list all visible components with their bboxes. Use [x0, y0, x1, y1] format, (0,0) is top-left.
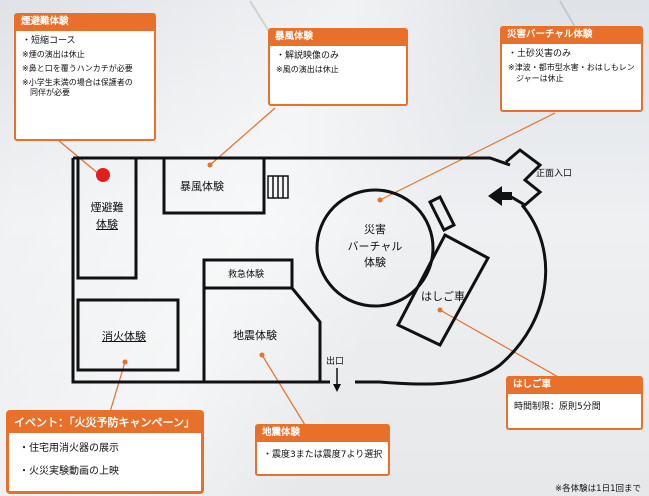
room-smoke [76, 156, 138, 280]
event-line: ・住宅用消火器の展示 [19, 443, 119, 454]
room-label-line: 災害 [364, 223, 386, 236]
footnote: ※各体験は1日1回まで [555, 484, 641, 494]
callout-line: ・解説映像のみ [276, 50, 340, 61]
room-label-line: 体験 [364, 256, 386, 269]
callout-note: ※風の演出は休止 [276, 64, 339, 74]
room-label-extinguish: 消火体験 [102, 330, 146, 343]
event-title: イベント：「火災予防キャンペーン」 [8, 412, 202, 433]
callout-title: はしご車 [507, 377, 642, 394]
exit-arrow-head [333, 384, 341, 392]
room-label-virtual: 災害 バーチャル 体験 [340, 222, 410, 272]
building-walls [71, 156, 548, 386]
room-label-earthquake: 地震体験 [233, 329, 277, 342]
connector-storm [209, 107, 276, 166]
callout-title: 災害バーチャル体験 [501, 27, 642, 44]
callout-smoke-evacuation: 煙避難体験 ・短縮コース ※煙の演出は休止 ※鼻と口を覆うハンカチが必要 ※小学… [14, 13, 156, 141]
callout-note: 同伴が必要 [22, 88, 70, 98]
callout-line: ・土砂災害のみ [508, 48, 572, 59]
room-label-line: バーチャル [347, 239, 403, 253]
entrance-doorway [505, 148, 543, 207]
ladder-truck-area [395, 232, 491, 347]
callout-title: 煙避難体験 [15, 14, 155, 31]
callout-line: 時間制限：原則5分間 [514, 401, 601, 412]
room-label-line: 体験 [96, 217, 118, 231]
wall-right-curve [379, 204, 548, 386]
entrance-label: 正面入口 [536, 169, 573, 179]
room-label-smoke: 煙避難 体験 [80, 200, 134, 233]
wall-top [73, 156, 511, 167]
callout-note: ジャーは休止 [508, 73, 564, 83]
connector-quake [261, 354, 306, 426]
room-storm [162, 156, 266, 215]
callout-title: 地震体験 [256, 425, 389, 442]
callout-line: ・震度3または震度7より選択 [263, 449, 383, 460]
room-quake [202, 286, 322, 384]
connector-ladder [439, 309, 561, 379]
room-extinguish [76, 298, 180, 372]
pillar [427, 194, 457, 233]
callout-storm: 暴風体験 ・解説映像のみ ※風の演出は休止 [268, 28, 408, 106]
room-label-ladder: はしご車 [421, 290, 465, 303]
callout-ladder-truck: はしご車 時間制限：原則5分間 [506, 376, 643, 430]
callout-title: 暴風体験 [269, 29, 407, 46]
room-label-line: 煙避難 [90, 201, 124, 214]
virtual-dome [315, 188, 435, 308]
event-line: ・火災実験動画の上映 [19, 466, 119, 477]
current-location-marker [96, 168, 110, 182]
callout-note: ※煙の演出は休止 [22, 49, 85, 59]
event-box: イベント：「火災予防キャンペーン」 ・住宅用消火器の展示 ・火災実験動画の上映 [6, 410, 204, 494]
callout-line: ・短縮コース [22, 35, 76, 46]
callout-note: ※小学生未満の場合は保護者の [22, 77, 133, 87]
exit-label: 出口 [326, 357, 345, 367]
connector-dots [122, 162, 443, 365]
callout-note: ※鼻と口を覆うハンカチが必要 [22, 63, 133, 73]
callout-earthquake: 地震体験 ・震度3または震度7より選択 [255, 424, 390, 476]
callout-virtual-disaster: 災害バーチャル体験 ・土砂災害のみ ※津波・都市型水害・おはしもレン ジャーは休… [500, 26, 643, 112]
callout-note: ※津波・都市型水害・おはしもレン [508, 62, 635, 72]
room-label-firstaid: 救急体験 [228, 270, 265, 280]
room-label-storm: 暴風体験 [180, 180, 224, 193]
entrance-arrow [488, 186, 512, 206]
staircase [267, 175, 289, 199]
